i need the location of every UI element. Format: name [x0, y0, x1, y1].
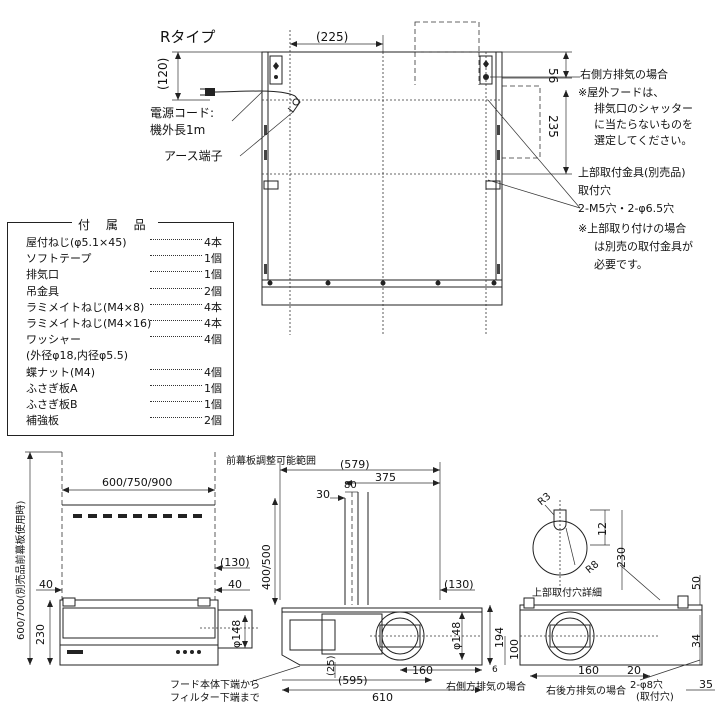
accessory-leader	[150, 287, 202, 289]
side-dim-160: 160	[412, 664, 433, 677]
top-view	[172, 21, 581, 335]
accessory-qty: 1個	[204, 268, 222, 282]
note-fitting-2: 取付穴	[578, 184, 611, 197]
accessory-name: 吊金具	[26, 284, 59, 298]
side-dim-130: (130)	[444, 578, 474, 591]
side-dim-579: (579)	[340, 458, 370, 471]
front-view	[25, 451, 260, 666]
accessory-qty: 1個	[204, 252, 222, 266]
detail-hole-title: 上部取付穴詳細	[532, 588, 602, 599]
side-dim-595: (595)	[338, 674, 368, 687]
accessory-name: 排気口	[26, 268, 59, 282]
front-dim-40-left: 40	[39, 578, 53, 591]
accessory-leader	[150, 320, 202, 321]
accessory-name: ソフトテープ	[26, 252, 92, 266]
filter-note-1: フード本体下端から	[170, 680, 260, 691]
note-hood-1: ※屋外フードは、	[578, 86, 665, 99]
dim-120: (120)	[156, 57, 170, 90]
note-hood-4: 選定してください。	[594, 134, 693, 147]
accessory-name: ふさぎ板B	[26, 398, 78, 411]
front-width: 600/750/900	[102, 476, 173, 489]
accessory-qty: 2個	[204, 414, 222, 428]
note-right-exhaust: 右側方排気の場合	[580, 68, 668, 81]
rear-exhaust-view	[519, 575, 715, 691]
side-dim-30: 30	[316, 488, 330, 501]
accessory-leader	[150, 303, 202, 305]
detail-dim-20: 20	[627, 664, 641, 677]
detail-dim-12: 12	[596, 522, 609, 536]
cord-label-2: 機外長1m	[150, 123, 206, 137]
accessory-leader	[150, 368, 202, 370]
front-dim-130: (130)	[220, 556, 250, 569]
detail-dim-34: 34	[690, 634, 703, 648]
type-title: Rタイプ	[160, 28, 216, 46]
side-dim-610: 610	[372, 691, 393, 704]
detail-holes-sub: (取付穴)	[636, 692, 674, 703]
side-dim-80: 80	[344, 480, 357, 491]
front-panel-range: 前幕板調整可能範囲	[226, 456, 316, 467]
side-dim-6: 6	[492, 665, 498, 675]
dim-225: (225)	[316, 30, 349, 44]
detail-dim-35: 35	[699, 678, 713, 691]
accessory-qty: 4個	[204, 365, 222, 379]
accessory-leader	[150, 239, 202, 240]
detail-dim-160: 160	[578, 664, 599, 677]
accessory-name: 補強板	[26, 414, 59, 428]
earth-label: アース端子	[164, 149, 223, 163]
accessory-name: ラミメイトねじ(M4×8)	[26, 300, 145, 314]
accessory-leader	[150, 336, 202, 338]
accessory-qty: 1個	[204, 398, 222, 411]
side-dim-148: φ148	[450, 621, 463, 650]
dim-235: 235	[546, 115, 560, 138]
side-right-exhaust: 右側方排気の場合	[446, 682, 526, 693]
accessory-qty: 4本	[204, 300, 222, 314]
note-fitting-1: 上部取付金具(別売品)	[578, 166, 686, 179]
accessory-leader	[150, 417, 202, 419]
side-dim-100: 100	[508, 639, 521, 660]
front-dim-148: φ148	[230, 619, 243, 648]
accessory-leader	[150, 401, 202, 402]
accessory-qty: 4本	[204, 236, 222, 249]
detail-rear-exhaust: 右後方排気の場合	[546, 686, 626, 697]
accessory-name: ラミメイトねじ(M4×16)	[26, 317, 152, 330]
note-mount-1: ※上部取り付けの場合	[578, 222, 687, 235]
note-mount-2: は別売の取付金具が	[594, 240, 693, 253]
note-fitting-3: 2-M5穴・2-φ6.5穴	[578, 202, 675, 215]
dim-56: 56	[546, 68, 560, 84]
accessory-name: 蝶ナット(M4)	[26, 365, 96, 379]
accessory-leader	[150, 255, 202, 257]
accessory-name: 屋付ねじ(φ5.1×45)	[26, 236, 127, 249]
note-hood-3: に当たらないものを	[594, 118, 693, 131]
front-dim-40-right: 40	[228, 578, 242, 591]
accessory-qty: 4個	[204, 333, 222, 347]
accessory-qty: 1個	[204, 381, 222, 395]
mount-hole-detail	[532, 500, 661, 601]
detail-dim-50: 50	[690, 576, 703, 590]
note-mount-3: 必要です。	[594, 258, 648, 271]
detail-dim-230: 230	[615, 547, 628, 568]
front-vertical: 600/700(別売品前幕板使用時)	[16, 500, 27, 640]
side-dim-194: 194	[493, 627, 506, 648]
front-dim-230: 230	[34, 624, 47, 645]
side-dim-25: (25)	[326, 655, 337, 676]
accessory-name: (外径φ18,内径φ5.5)	[26, 349, 129, 363]
accessory-leader	[150, 271, 202, 273]
accessory-qty: 2個	[204, 284, 222, 298]
accessory-name: ふさぎ板A	[26, 381, 78, 395]
side-dim-400-500: 400/500	[260, 544, 273, 590]
accessory-name: ワッシャー	[26, 333, 81, 347]
accessory-leader	[150, 384, 202, 386]
detail-holes: 2-φ8穴	[630, 680, 663, 691]
accessory-qty: 4本	[204, 317, 222, 330]
side-view	[249, 462, 506, 693]
cord-label-1: 電源コード:	[150, 106, 215, 120]
note-hood-2: 排気口のシャッター	[594, 102, 693, 115]
accessories-title: 付 属 品	[72, 216, 158, 233]
filter-note-2: フィルター下端まで	[170, 693, 260, 704]
side-dim-375: 375	[375, 471, 396, 484]
